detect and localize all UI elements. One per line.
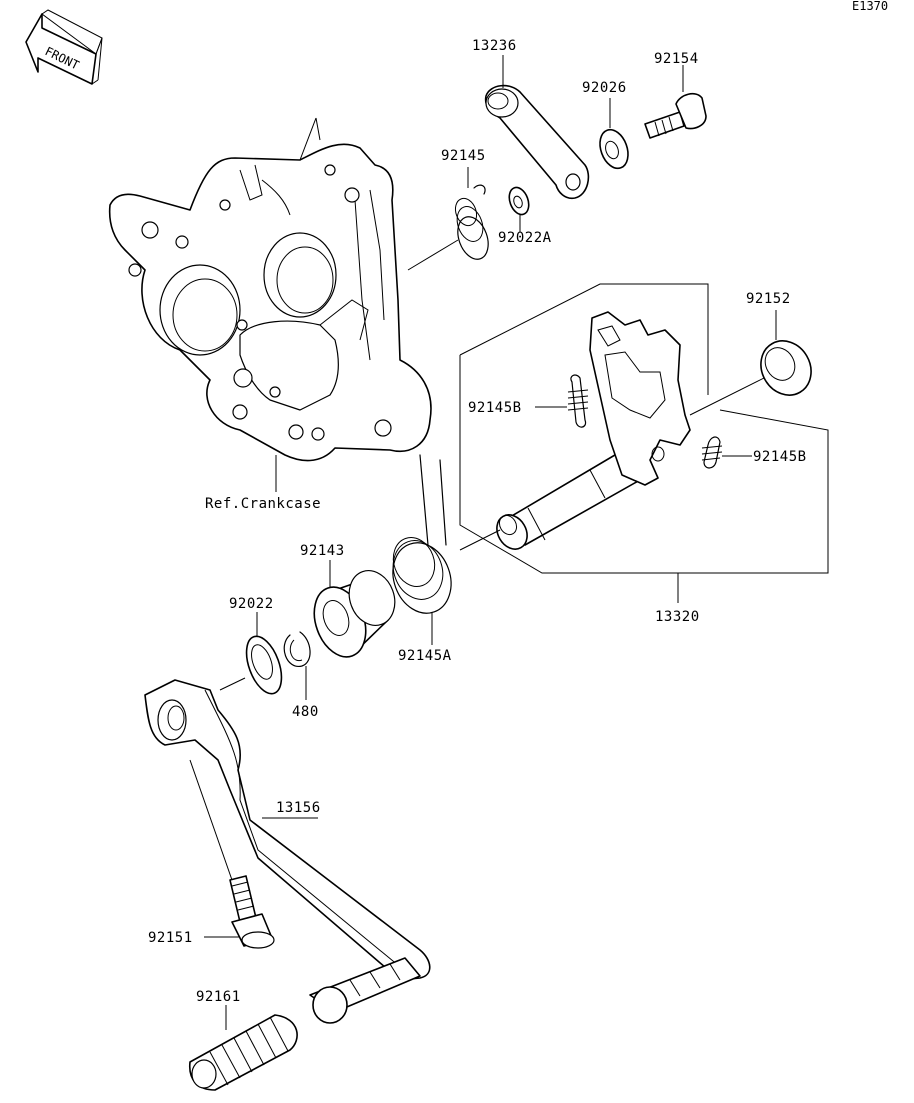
washer-92022 — [245, 612, 283, 695]
leader-washer-pedal — [219, 677, 246, 691]
label-92145B-left: 92145B — [468, 400, 522, 416]
torsion-spring-92145A — [392, 454, 452, 645]
label-92026: 92026 — [582, 80, 627, 96]
spring-92145B-right — [701, 436, 752, 469]
label-92152: 92152 — [746, 291, 791, 307]
label-13320: 13320 — [655, 609, 700, 625]
bolt-92151 — [204, 875, 275, 949]
label-92022: 92022 — [229, 596, 274, 612]
label-92145B-right: 92145B — [753, 449, 807, 465]
label-92145: 92145 — [441, 148, 486, 164]
bolt-92154 — [644, 65, 707, 139]
spring-92145 — [454, 167, 489, 260]
shift-pedal-13156 — [144, 679, 431, 981]
spring-92145B-left — [535, 374, 589, 428]
crankcase-part — [108, 117, 432, 492]
washer-92026 — [599, 98, 629, 170]
label-480: 480 — [292, 704, 319, 720]
collar-92143 — [313, 560, 396, 658]
shift-shaft-assembly-13320 — [459, 283, 829, 603]
circlip-480 — [283, 631, 311, 700]
label-92154: 92154 — [654, 51, 699, 67]
label-92022A: 92022A — [498, 230, 552, 246]
label-13236: 13236 — [472, 38, 517, 54]
shift-lever-13236 — [484, 55, 590, 200]
front-arrow-icon: FRONT — [25, 9, 103, 85]
label-92151: 92151 — [148, 930, 193, 946]
label-13156: 13156 — [276, 800, 321, 816]
crankcase-reference-label: Ref.Crankcase — [205, 496, 321, 512]
diagram-id: E1370 — [852, 0, 888, 13]
leader-crankcase-spring — [407, 239, 459, 271]
washer-92022A — [508, 186, 530, 232]
label-92143: 92143 — [300, 543, 345, 559]
oil-seal-92152 — [760, 310, 812, 396]
leader-shaft-spring — [459, 529, 501, 551]
pedal-rubber-92161 — [189, 957, 421, 1091]
label-92145A: 92145A — [398, 648, 452, 664]
label-92161: 92161 — [196, 989, 241, 1005]
